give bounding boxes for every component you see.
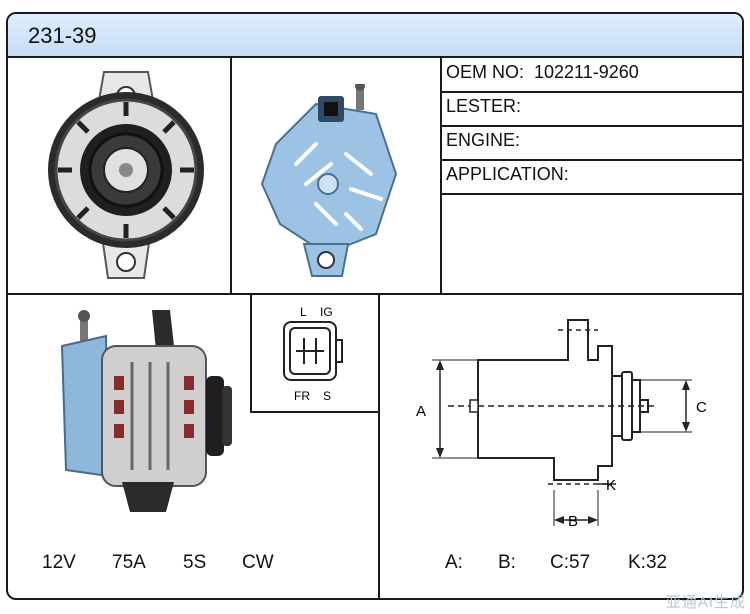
dimension-c-value: C:57 [550, 552, 591, 573]
part-number: 231-39 [28, 23, 97, 48]
engine-label: ENGINE: [446, 130, 521, 150]
card-header: 231-39 [8, 14, 742, 58]
oem-number-row: OEM NO: 102211-9260 [446, 62, 639, 83]
divider [250, 411, 380, 413]
dimension-b-label: B [568, 513, 578, 530]
oem-number-value: 102211-9260 [534, 62, 639, 82]
connector-pin-ig-label: IG [320, 305, 333, 319]
divider [440, 125, 742, 127]
connector-pin-l-label: L [300, 305, 307, 319]
divider [8, 293, 742, 295]
dimension-b-value: B: [498, 552, 516, 573]
divider [378, 293, 380, 598]
application-label: APPLICATION: [446, 164, 569, 184]
divider [440, 159, 742, 161]
voltage-spec: 12V [42, 552, 76, 573]
connector-pin-fr-label: FR [294, 389, 310, 403]
divider [440, 193, 742, 195]
divider [250, 293, 252, 413]
lester-label: LESTER: [446, 96, 522, 116]
amperage-spec: 75A [112, 552, 146, 573]
dimension-k-label: K [606, 477, 616, 494]
watermark: 亚通AI生成 [665, 594, 746, 611]
divider [440, 91, 742, 93]
alternator-side-photo [60, 310, 232, 512]
alternator-rear-photo [260, 84, 398, 277]
oem-number-label: OEM NO: [446, 62, 525, 82]
connector-diagram: L IG FR S [283, 305, 343, 403]
dimension-a-label: A [416, 403, 426, 420]
divider [230, 58, 232, 295]
dimension-drawing: A C K B [416, 319, 707, 530]
dimension-a-value: A: [445, 552, 463, 573]
rotation-spec: CW [242, 552, 274, 573]
connector-pin-s-label: S [323, 389, 331, 403]
divider [440, 58, 442, 295]
pulley-spec: 5S [183, 552, 207, 573]
dimension-c-label: C [696, 399, 707, 416]
dimension-k-value: K:32 [628, 552, 668, 573]
alternator-front-photo [48, 71, 204, 279]
